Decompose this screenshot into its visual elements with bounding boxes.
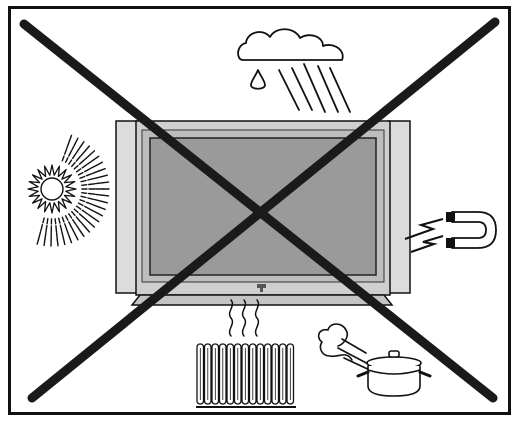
heat-ray [103,182,109,183]
heat-ray [55,219,56,224]
tv-speaker-right [388,121,410,293]
heat-ray [46,226,47,232]
heat-ray [56,226,57,232]
heat-ray [103,195,109,196]
heat-ray [96,194,103,195]
pot-lid-knob [389,351,399,357]
heat-ray [82,193,87,194]
heat-ray [82,185,87,186]
heat-ray [89,194,95,195]
heat-ray [45,233,46,240]
radiator-fins [197,344,294,404]
magnet-pole-top [446,212,455,222]
heat-ray [89,184,95,185]
heat-ray [57,233,58,240]
heat-ray [96,183,103,184]
heat-ray [57,240,58,246]
tv-speaker-left [116,121,138,293]
heat-ray [44,240,45,246]
pot-body [368,366,420,396]
tv-stand [132,295,392,305]
heat-ray [47,219,48,224]
magnet-pole-bottom [446,238,455,248]
